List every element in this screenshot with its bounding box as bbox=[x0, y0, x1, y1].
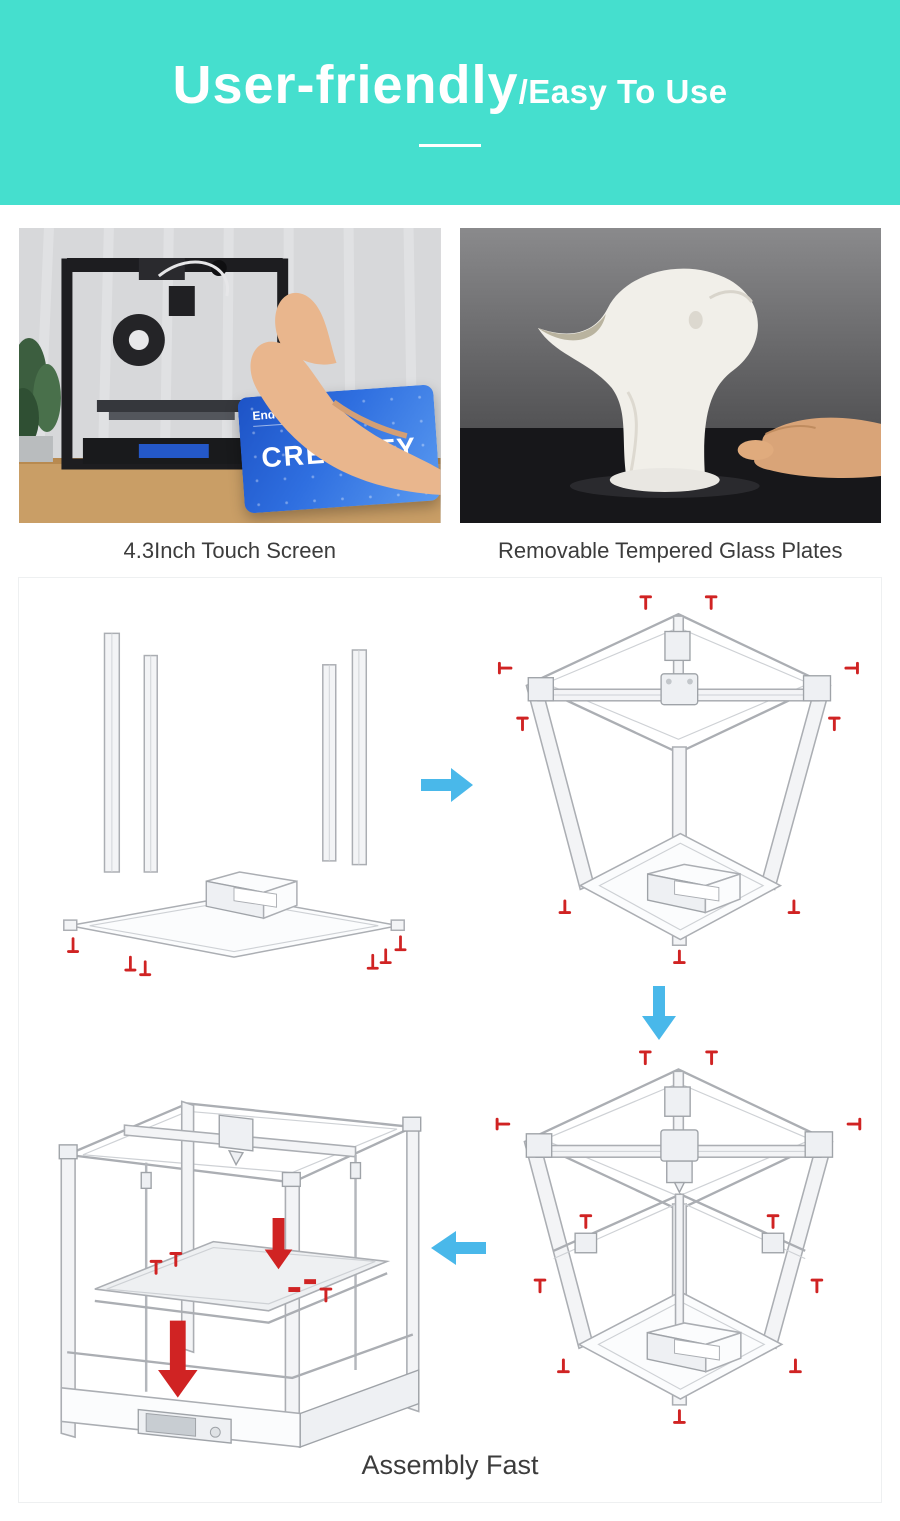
banner: User-friendly/Easy To Use bbox=[0, 0, 900, 205]
plant-icon bbox=[19, 338, 61, 462]
banner-title-main: User-friendly bbox=[172, 55, 519, 115]
sculpture-photo bbox=[459, 228, 881, 523]
assembly-caption: Assembly Fast bbox=[361, 1450, 539, 1481]
feature-glass-plate: Removable Tempered Glass Plates bbox=[459, 228, 881, 564]
pointing-hand-icon bbox=[250, 292, 441, 495]
printed-sculpture-illustration bbox=[537, 268, 758, 492]
assembly-step4-complete-printer-diagram bbox=[58, 1100, 422, 1449]
features-section: Ender-5 Plus CREALITY 4.3Inch Touch Scre… bbox=[0, 205, 900, 564]
banner-divider bbox=[419, 144, 481, 147]
arrow-left-icon bbox=[431, 1231, 486, 1266]
assembly-section: Assembly Fast bbox=[18, 577, 882, 1504]
arrow-right-icon bbox=[421, 768, 473, 803]
assembly-step2-frame-assembled-diagram bbox=[497, 595, 859, 965]
holding-hand-icon bbox=[737, 417, 881, 478]
printer-photo: Ender-5 Plus CREALITY bbox=[19, 228, 441, 523]
sculpture-photo-illustration bbox=[459, 228, 881, 523]
feature-caption-touchscreen: 4.3Inch Touch Screen bbox=[123, 538, 336, 563]
feature-caption-glass-plate: Removable Tempered Glass Plates bbox=[498, 538, 843, 563]
banner-title: User-friendly/Easy To Use bbox=[0, 58, 900, 112]
feature-touchscreen: Ender-5 Plus CREALITY 4.3Inch Touch Scre… bbox=[19, 228, 441, 564]
banner-title-sub: /Easy To Use bbox=[518, 73, 728, 110]
assembly-step3-gantry-installed-diagram bbox=[495, 1050, 862, 1425]
arrow-down-icon bbox=[642, 986, 676, 1041]
assembly-step1-frame-parts-diagram bbox=[63, 633, 407, 977]
